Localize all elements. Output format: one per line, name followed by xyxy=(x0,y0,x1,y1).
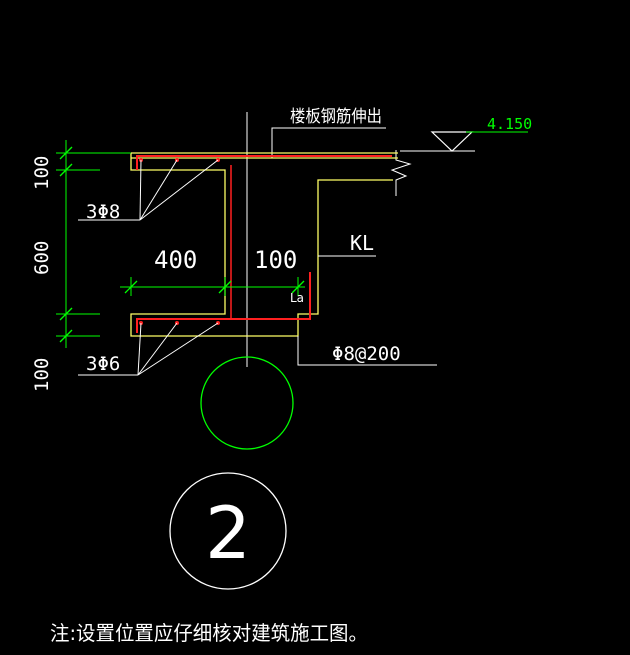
stirrup-label: Φ8@200 xyxy=(332,343,401,365)
dim-tick xyxy=(291,280,305,294)
beam-label: KL xyxy=(350,231,374,255)
bottom-bar-leader xyxy=(137,322,178,376)
break-line xyxy=(390,150,412,196)
column-circle xyxy=(200,356,294,450)
bottom-bars-label: 3Φ6 xyxy=(86,353,120,375)
dim-top-label: 100 xyxy=(31,156,53,190)
dim-tick xyxy=(59,329,73,343)
bottom-bar-leader xyxy=(137,322,219,376)
top-rebar xyxy=(136,155,392,170)
channel-outline xyxy=(130,153,393,337)
dim-mid-label: 600 xyxy=(31,241,53,275)
top-bar-leader xyxy=(139,159,219,221)
note-text: 注:设置位置应仔细核对建筑施工图。 xyxy=(50,621,368,645)
top-bar-leader xyxy=(139,159,142,221)
elevation-triangle xyxy=(430,131,474,152)
slab-rebar-label: 楼板钢筋伸出 xyxy=(290,107,382,127)
width-100-label: 100 xyxy=(254,246,297,274)
stirrup-leader xyxy=(297,336,437,366)
width-400-label: 400 xyxy=(154,246,197,274)
dim-bottom-label: 100 xyxy=(31,358,53,392)
detail-number-circle xyxy=(169,472,287,590)
dim-tick xyxy=(124,280,138,294)
dim-tick xyxy=(218,280,232,294)
dim-tick xyxy=(59,146,73,160)
top-bar-leader xyxy=(139,159,178,221)
bottom-rebar xyxy=(136,272,311,333)
elevation-label: 4.150 xyxy=(487,115,532,133)
slab-rebar-leader xyxy=(271,127,386,158)
dim-tick xyxy=(59,307,73,321)
detail-number: 2 xyxy=(205,491,251,575)
anchor-label: La xyxy=(290,291,304,305)
bottom-bar-leader xyxy=(137,322,142,376)
dim-tick xyxy=(59,163,73,177)
top-bars-label: 3Φ8 xyxy=(86,201,120,223)
